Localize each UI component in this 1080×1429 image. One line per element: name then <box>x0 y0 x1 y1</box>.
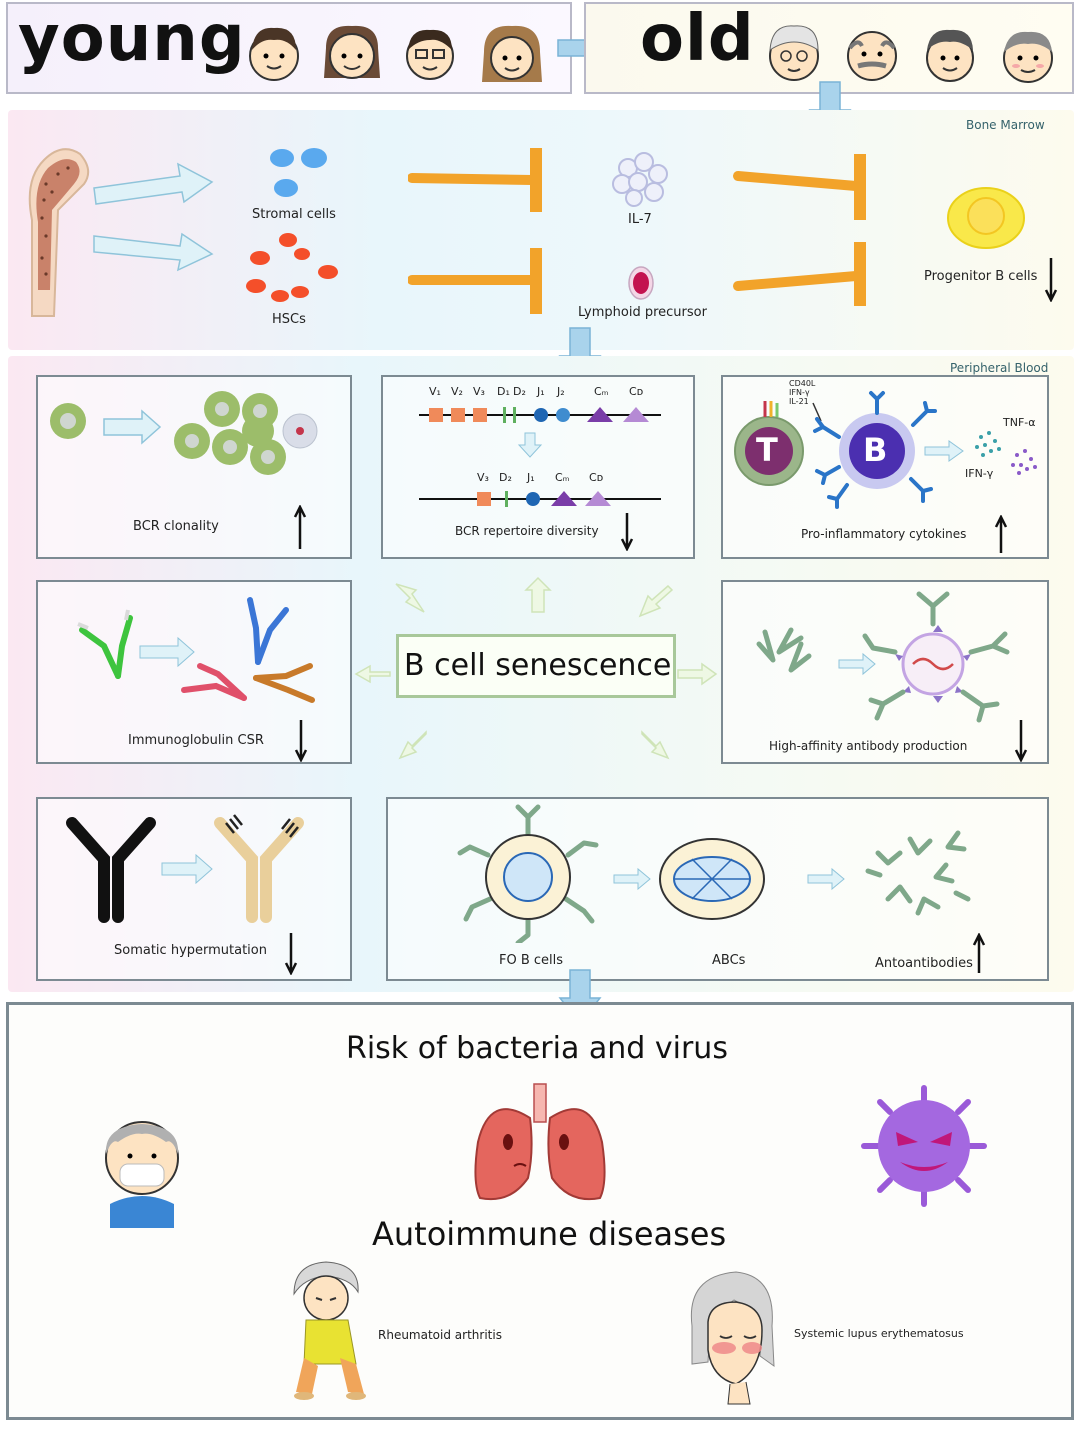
bone-marrow-label: Bone Marrow <box>966 118 1045 132</box>
inhibit-bars-right <box>733 154 866 306</box>
old-face-1 <box>769 25 819 81</box>
segment-label: V₂ <box>451 385 463 398</box>
t-cell-signals: CD40L IFN-γ IL-21 <box>789 379 815 406</box>
old-face-3 <box>926 29 974 82</box>
tnf-label: TNF-α <box>1003 416 1036 429</box>
abc-panel: FO B cells ABCs Antoantibodies <box>386 797 1049 981</box>
segment-label: Cₘ <box>555 471 570 484</box>
stromal-cells-icon <box>270 148 327 197</box>
stromal-cells-label: Stromal cells <box>252 207 336 222</box>
old-label: old <box>640 2 755 76</box>
t-b-interaction-icon <box>734 391 1037 509</box>
autoantibodies-up-arrow-icon <box>972 933 986 973</box>
segment-label: Cᴅ <box>589 471 604 484</box>
cytokines-up-arrow-icon <box>994 515 1008 553</box>
hscs-label: HSCs <box>272 312 306 327</box>
peripheral-blood-label: Peripheral Blood <box>950 361 1049 375</box>
shm-label: Somatic hypermutation <box>114 943 267 958</box>
segment-label: J₁ <box>537 385 545 398</box>
bcr-clonality-panel: BCR clonality <box>36 375 352 559</box>
lupus-figure-icon <box>690 1271 775 1405</box>
b-cell-letter: B <box>863 431 888 469</box>
autoimmune-title: Autoimmune diseases <box>372 1215 727 1253</box>
segment-label: V₁ <box>429 385 441 398</box>
shm-panel: Somatic hypermutation <box>36 797 352 981</box>
bottom-gene-segment-labels: V₃ D₂ J₁ Cₘ Cᴅ <box>383 471 693 489</box>
bcr-repertoire-down-arrow-icon <box>620 513 634 551</box>
il7-icon <box>612 152 668 207</box>
csr-label: Immunoglobulin CSR <box>128 733 264 748</box>
senescence-box <box>396 634 676 698</box>
inhibit-bars-left <box>408 148 542 314</box>
cytokines-label: Pro-inflammatory cytokines <box>801 527 967 541</box>
sle-label: Systemic lupus erythematosus <box>794 1327 964 1340</box>
bcr-clonality-up-arrow-icon <box>293 505 307 549</box>
abcs-label: ABCs <box>712 953 746 968</box>
segment-label: D₂ <box>513 385 526 398</box>
progenitor-down-arrow-icon <box>1044 258 1058 302</box>
old-face-4 <box>1003 31 1053 83</box>
lymphoid-precursor-icon <box>628 266 654 300</box>
t-cell-letter: T <box>756 431 778 469</box>
abc-differentiation-icon <box>457 804 971 943</box>
segment-label: D₁ <box>497 385 510 398</box>
signal-ifn: IFN-γ <box>789 388 810 397</box>
antibody-binding-icon <box>756 591 1010 723</box>
segment-label: V₃ <box>473 385 485 398</box>
senescence-title: B cell senescence <box>404 648 672 683</box>
old-face-2 <box>847 31 897 81</box>
csr-down-arrow-icon <box>294 720 308 762</box>
young-face-2 <box>324 25 380 79</box>
elderly-mask-icon <box>105 1121 179 1228</box>
young-faces <box>249 25 542 82</box>
lymphoid-precursor-label: Lymphoid precursor <box>578 305 707 320</box>
virus-icon <box>861 1085 987 1207</box>
young-face-4 <box>482 25 542 82</box>
clonal-expansion-icon <box>50 391 318 475</box>
cytokines-panel: T B CD40L IFN-γ IL-21 TNF-α IFN-γ Pro-in… <box>721 375 1049 559</box>
fo-b-cells-label: FO B cells <box>499 953 564 968</box>
high-affinity-panel: High-affinity antibody production <box>721 580 1049 764</box>
high-affinity-down-arrow-icon <box>1014 720 1028 762</box>
bcr-repertoire-label: BCR repertoire diversity <box>455 524 599 538</box>
bcr-clonality-label: BCR clonality <box>133 519 219 534</box>
young-face-1 <box>249 27 299 81</box>
autoantibodies-label: Antoantibodies <box>875 956 973 971</box>
hypermutation-icon <box>66 814 304 923</box>
segment-label: J₂ <box>557 385 565 398</box>
lungs-icon <box>474 1083 606 1200</box>
signal-cd40l: CD40L <box>789 379 816 388</box>
rheumatoid-arthritis-figure-icon <box>293 1261 366 1400</box>
old-banner: old <box>584 2 1074 94</box>
hscs-icon <box>246 233 338 302</box>
segment-label: D₂ <box>499 471 512 484</box>
segment-label: Cₘ <box>594 385 609 398</box>
segment-label: V₃ <box>477 471 489 484</box>
progenitor-b-cell-icon <box>947 187 1025 249</box>
il7-label: IL-7 <box>628 212 652 227</box>
gene-rearrangement-icon <box>419 407 661 507</box>
csr-panel: Immunoglobulin CSR <box>36 580 352 764</box>
progenitor-b-cells-label: Progenitor B cells <box>924 269 1038 284</box>
ifn-label: IFN-γ <box>965 467 994 480</box>
old-faces <box>769 25 1053 83</box>
high-affinity-label: High-affinity antibody production <box>769 739 968 753</box>
bone-icon <box>28 148 90 317</box>
shm-down-arrow-icon <box>284 933 298 975</box>
signal-il21: IL-21 <box>789 397 809 406</box>
top-gene-segment-labels: V₁ V₂ V₃ D₁ D₂ J₁ J₂ Cₘ Cᴅ <box>383 385 693 403</box>
outcomes-box <box>6 1002 1074 1420</box>
class-switch-icon <box>77 597 315 703</box>
young-banner: young <box>6 2 572 94</box>
ra-label: Rheumatoid arthritis <box>378 1328 502 1342</box>
senescence-radial-arrows <box>354 576 718 760</box>
bcr-repertoire-panel: V₁ V₂ V₃ D₁ D₂ J₁ J₂ Cₘ Cᴅ V₃ D₂ J₁ Cₘ C… <box>381 375 695 559</box>
segment-label: J₁ <box>527 471 535 484</box>
infection-title: Risk of bacteria and virus <box>346 1031 728 1066</box>
marrow-arrows <box>93 162 214 272</box>
segment-label: Cᴅ <box>629 385 644 398</box>
young-label: young <box>18 2 246 76</box>
young-face-3 <box>406 29 454 80</box>
